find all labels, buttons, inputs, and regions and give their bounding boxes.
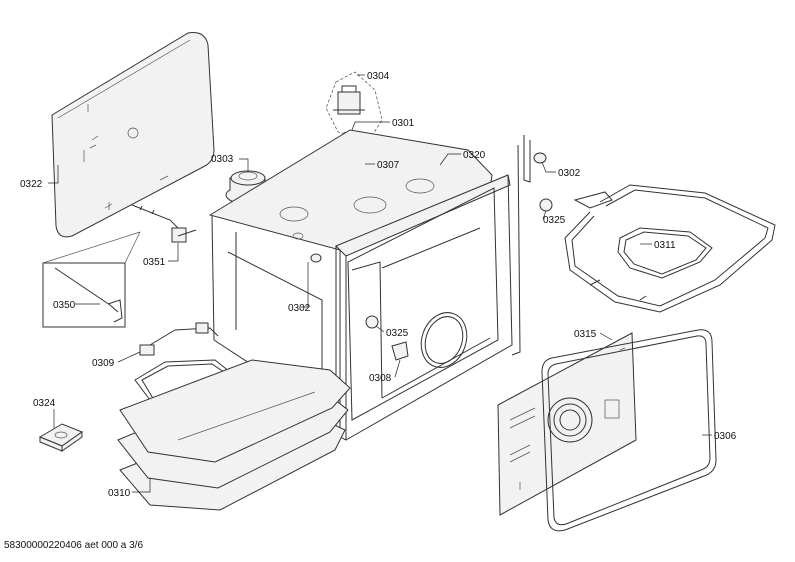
leader-lines [48, 74, 712, 493]
part-detail-box-0350 [42, 231, 141, 328]
label-0303: 0303 [211, 154, 234, 165]
label-0311: 0311 [654, 240, 676, 251]
label-0350: 0350 [53, 300, 76, 311]
part-gasket-0306 [541, 329, 717, 532]
label-0302-top: 0302 [558, 168, 581, 179]
label-0306: 0306 [714, 431, 737, 442]
part-labels: 0322 0350 0351 0303 0304 0301 0307 0320 … [20, 71, 737, 499]
document-id-footer: 58300000220406 aet 000 a 3/6 [4, 540, 144, 551]
part-cap-0325b [365, 315, 379, 329]
label-0310: 0310 [108, 488, 131, 499]
label-0325-top: 0325 [543, 215, 566, 226]
label-0308: 0308 [369, 373, 392, 384]
label-0302-side: 0302 [288, 303, 311, 314]
part-plate-0324 [38, 423, 84, 452]
label-0315: 0315 [574, 329, 597, 340]
label-0304: 0304 [367, 71, 390, 82]
label-0307: 0307 [377, 160, 400, 171]
label-0351: 0351 [143, 257, 166, 268]
part-ring-element-0308 [391, 312, 468, 368]
label-0320: 0320 [463, 150, 486, 161]
label-0324: 0324 [33, 398, 56, 409]
part-bracket-0351 [131, 204, 197, 243]
part-insulation-0310 [117, 359, 351, 511]
part-back-cover-0315 [497, 332, 637, 516]
part-back-panel [51, 32, 215, 238]
part-grill-element-0311 [564, 184, 776, 313]
part-foot-0302b [310, 253, 322, 263]
label-0301: 0301 [392, 118, 415, 129]
part-foot-0302a [533, 152, 547, 164]
label-0309: 0309 [92, 358, 115, 369]
label-0325-inner: 0325 [386, 328, 409, 339]
label-0322: 0322 [20, 179, 43, 190]
part-cap-0325a [539, 198, 553, 212]
